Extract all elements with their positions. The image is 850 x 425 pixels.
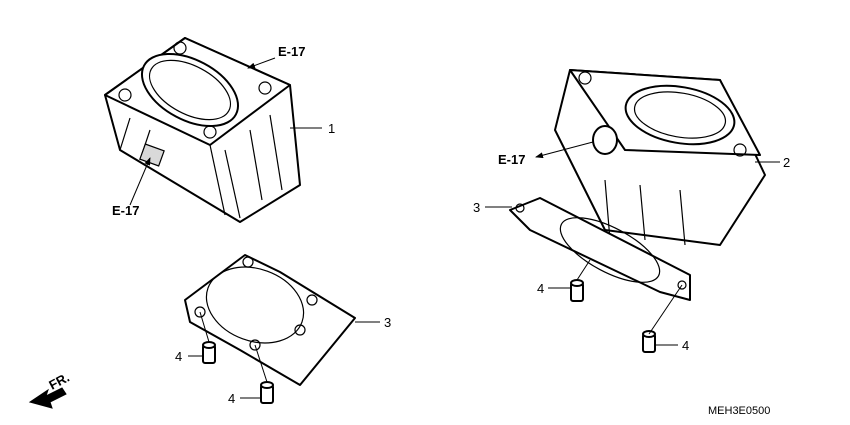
cylinder-left <box>104 37 301 223</box>
dowel-pin-left-a <box>202 341 216 364</box>
part-number-1: 1 <box>328 121 335 136</box>
dowel-pin-right-b <box>642 330 656 353</box>
gasket-right <box>509 197 691 301</box>
e17-ref-top-left: E-17 <box>278 44 305 59</box>
part-number-4-left-a: 4 <box>175 349 182 364</box>
part-number-4-right-b: 4 <box>682 338 689 353</box>
part-number-2: 2 <box>783 155 790 170</box>
part-number-3-left: 3 <box>384 315 391 330</box>
front-label: FR. <box>46 370 72 393</box>
cylinder-right <box>554 69 766 246</box>
e17-ref-right: E-17 <box>498 152 525 167</box>
front-arrow: FR. <box>28 370 72 409</box>
part-number-3-right: 3 <box>473 200 480 215</box>
dowel-pin-right-a <box>570 279 584 302</box>
part-number-4-right-a: 4 <box>537 281 544 296</box>
diagram-code: MEH3E0500 <box>708 405 770 417</box>
leader-lines <box>129 57 780 399</box>
e17-ref-bottom-left: E-17 <box>112 203 139 218</box>
gasket-left <box>184 254 356 386</box>
dowel-pin-left-b <box>260 381 274 404</box>
part-number-4-left-b: 4 <box>228 391 235 406</box>
